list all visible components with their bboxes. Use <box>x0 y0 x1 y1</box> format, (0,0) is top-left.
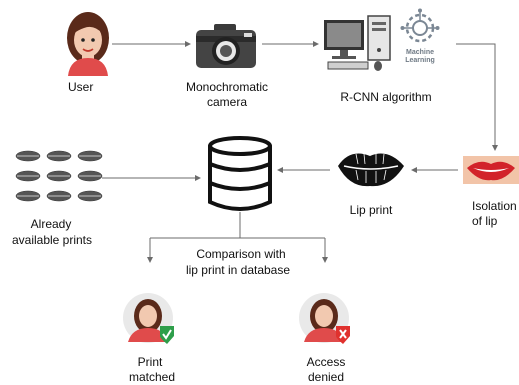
ml-label-line2: Learning <box>405 57 435 64</box>
matched-user-icon <box>123 293 174 344</box>
denied-label-line2: denied <box>307 370 345 384</box>
denied-label-line1: Access <box>306 355 346 369</box>
database-icon <box>208 136 272 211</box>
comparison-label-line2: lip print in database <box>185 263 291 277</box>
camera-label-line2: camera <box>206 95 247 109</box>
lips-icon <box>463 156 519 184</box>
user-avatar-icon <box>67 12 109 76</box>
camera-label-line1: Monochromatic <box>185 80 269 94</box>
matched-label-line2: matched <box>128 370 176 384</box>
isolation-label-line1: Isolation <box>472 199 517 213</box>
comparison-label-line1: Comparison with <box>196 247 286 261</box>
available-label-line2: available prints <box>11 233 93 247</box>
user-label: User <box>68 80 94 94</box>
lip-print-icon <box>338 153 404 187</box>
lip-prints-grid-icon <box>15 150 103 202</box>
available-label-line1: Already <box>30 217 72 231</box>
ml-label-line1: Machine <box>405 49 434 56</box>
computer-icon <box>324 15 391 71</box>
arrow-ml-to-isolation <box>456 43 498 151</box>
machine-learning-icon <box>400 8 440 43</box>
rcnn-label: R-CNN algorithm <box>340 90 432 104</box>
isolation-label-line2: of lip <box>472 214 498 228</box>
denied-user-icon <box>299 293 350 344</box>
lip-print-label: Lip print <box>349 203 393 217</box>
camera-icon <box>196 24 256 68</box>
matched-label-line1: Print <box>137 355 163 369</box>
